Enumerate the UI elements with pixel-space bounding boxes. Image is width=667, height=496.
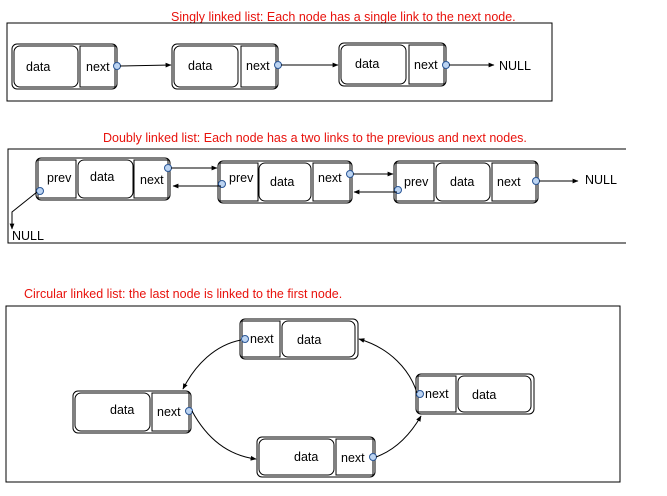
circular-arrow-right-to-top [358,338,418,394]
singly-arrow-1-2 [119,62,172,68]
doubly-node-3: prev data next [393,160,540,204]
singly-null-label: NULL [499,59,531,73]
doubly-caption: Doubly linked list: Each node has a two … [103,131,527,145]
circular-caption: Circular linked list: the last node is l… [24,287,342,301]
circular-arrow-top-to-left [182,339,242,390]
doubly-node-3-data: data [450,175,474,189]
circular-panel [5,305,621,483]
singly-node-1-next: next [86,60,110,74]
circular-node-bottom-next: next [341,451,365,465]
singly-node-1: data next [11,43,121,90]
doubly-node-2-data: data [270,175,294,189]
singly-node-3-pointer [442,61,450,69]
circular-node-left: data next [72,390,193,434]
circular-node-top: next data [239,318,359,360]
doubly-node-3-next-pointer [532,177,540,185]
singly-panel [6,22,553,102]
circular-node-left-data: data [110,403,134,417]
doubly-node-3-next: next [497,175,521,189]
singly-node-1-pointer [113,62,121,70]
doubly-node-2: prev data next [217,160,354,204]
circular-node-top-data: data [297,333,321,347]
circular-arrow-left-to-bottom [191,410,257,461]
singly-caption: Singly linked list: Each node has a sing… [171,10,516,24]
circular-node-right-next: next [425,387,449,401]
singly-node-3-data: data [355,57,379,71]
doubly-null-left-label: NULL [12,229,44,243]
circular-node-bottom-pointer [369,453,377,461]
circular-node-left-next: next [157,405,181,419]
doubly-node-3-prev: prev [404,175,429,189]
doubly-node-1: prev data next [35,157,172,201]
doubly-node-2-next-pointer [346,170,354,178]
circular-node-right-pointer [416,390,424,398]
circular-node-bottom: data next [256,436,377,478]
singly-node-2-next: next [246,59,270,73]
doubly-panel [7,148,626,244]
doubly-node-1-prev-pointer [36,187,44,195]
doubly-node-2-next: next [318,171,342,185]
doubly-node-1-data: data [90,170,114,184]
circular-node-right-data: data [472,388,496,402]
doubly-node-1-next: next [140,173,164,187]
circular-arrow-bottom-to-right [375,415,422,458]
doubly-arrow-null-left [9,191,38,230]
doubly-node-2-prev: prev [229,171,254,185]
circular-node-bottom-data: data [294,450,318,464]
doubly-node-1-next-pointer [164,164,172,172]
doubly-node-1-prev: prev [47,171,72,185]
singly-node-2-data: data [188,59,212,73]
singly-node-3-next: next [414,58,438,72]
circular-node-top-pointer [241,335,249,343]
singly-node-3: data next [338,42,450,87]
singly-node-2: data next [171,43,282,90]
singly-node-2-pointer [274,61,282,69]
circular-node-right: next data [415,373,535,415]
singly-node-1-data: data [26,60,50,74]
circular-node-top-next: next [250,332,274,346]
circular-node-left-pointer [185,407,193,415]
doubly-null-right-label: NULL [585,173,617,187]
